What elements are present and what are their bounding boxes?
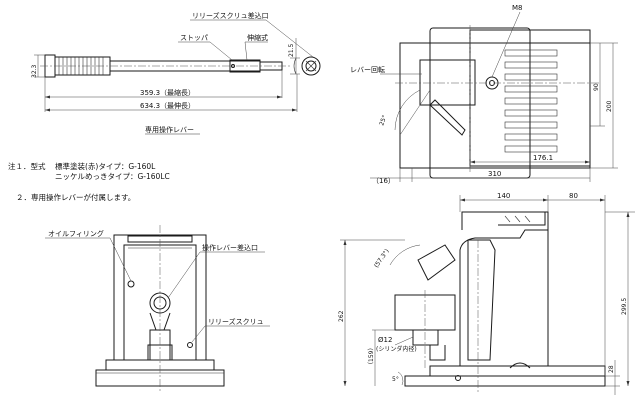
top-view: M8 レバー回転 25° 90 200 176.1 （16） 310 [350,4,618,185]
label-m8: M8 [512,4,523,12]
oil-filling-plug-icon [127,280,135,288]
side-body-outline [459,229,549,366]
lever-view: リリーズスクリュ差込口 ストッパ 伸縮式 21.5 32.3 359.3（最縮長… [31,11,321,135]
front-pump-link [149,312,171,331]
note1-line2: ニッケルめっきタイプ：G-160LC [55,172,170,181]
side-claw [461,211,549,230]
dim-140: 140 [497,192,510,200]
top-view-grooves [504,49,558,153]
dim-21-5: 21.5 [288,43,295,57]
label-stopper: ストッパ [180,34,208,42]
dim-310: 310 [488,170,501,178]
label-lever-insert: 操作レバー差込口 [202,243,258,252]
dim-359-3: 359.3（最縮長） [140,88,195,97]
dim-16: （16） [372,177,395,185]
side-base-plate [404,375,606,387]
dim-32-3: 32.3 [31,64,38,78]
dim-200: 200 [606,100,613,112]
lever-caption: 専用操作レバー [145,125,194,134]
front-view: オイルフィリング 操作レバー差込口 リリーズスクリュ [45,225,270,392]
side-cylinder [467,239,496,361]
top-view-lever-socket [429,99,466,136]
side-base-arc [509,362,531,369]
side-lever-socket [417,244,456,281]
lever-end-view-outer [301,56,321,76]
top-view-saddle-outline [429,27,531,179]
release-screw-icon [187,342,193,348]
stopper-pin [231,64,235,68]
notes: 注１．型式 標準塗装(赤)タイプ：G-160L ニッケルめっきタイプ：G-160… [8,161,170,202]
label-lever-rotation: レバー回転 [350,66,385,74]
angle-57-3: (57.3°) [373,248,391,269]
label-release-screw-insert: リリーズスクリュ差込口 [192,11,269,20]
dim-80: 80 [569,192,578,200]
dim-262: 262 [338,310,345,322]
side-claw-toe [498,212,546,226]
note1-line1: 標準塗装(赤)タイプ：G-160L [55,161,156,171]
side-release-body [412,329,439,346]
dim-90: 90 [593,83,600,91]
dim-634-3: 634.3（最伸長） [140,101,195,110]
angle-25: 25° [378,114,388,126]
label-oil-filling: オイルフィリング [48,229,104,238]
side-release-screw-icon [455,375,461,381]
note2: ２．専用操作レバーが付属します。 [16,192,135,202]
top-view-pump [419,59,476,106]
dim-28: 28 [608,365,615,373]
side-view: 140 80 (57.3°) 262 （159） 299.5 28 Ø12 (シ… [338,192,635,395]
angle-5: 5° [392,376,399,383]
lever-end-view-inner [305,60,317,72]
note1-prefix: 注１．型式 [8,161,46,171]
label-extension-type: 伸縮式 [247,33,268,42]
dim-159: （159） [368,345,375,368]
dim-299-5: 299.5 [621,298,628,315]
label-cylinder-inner: (シリンダ内径) [376,345,417,353]
side-base-step [429,365,606,377]
label-release-screw: リリーズスクリュ [208,317,264,326]
dim-176-1: 176.1 [533,154,553,162]
side-pump-housing [394,294,456,331]
label-phi-12: Ø12 [378,336,392,344]
